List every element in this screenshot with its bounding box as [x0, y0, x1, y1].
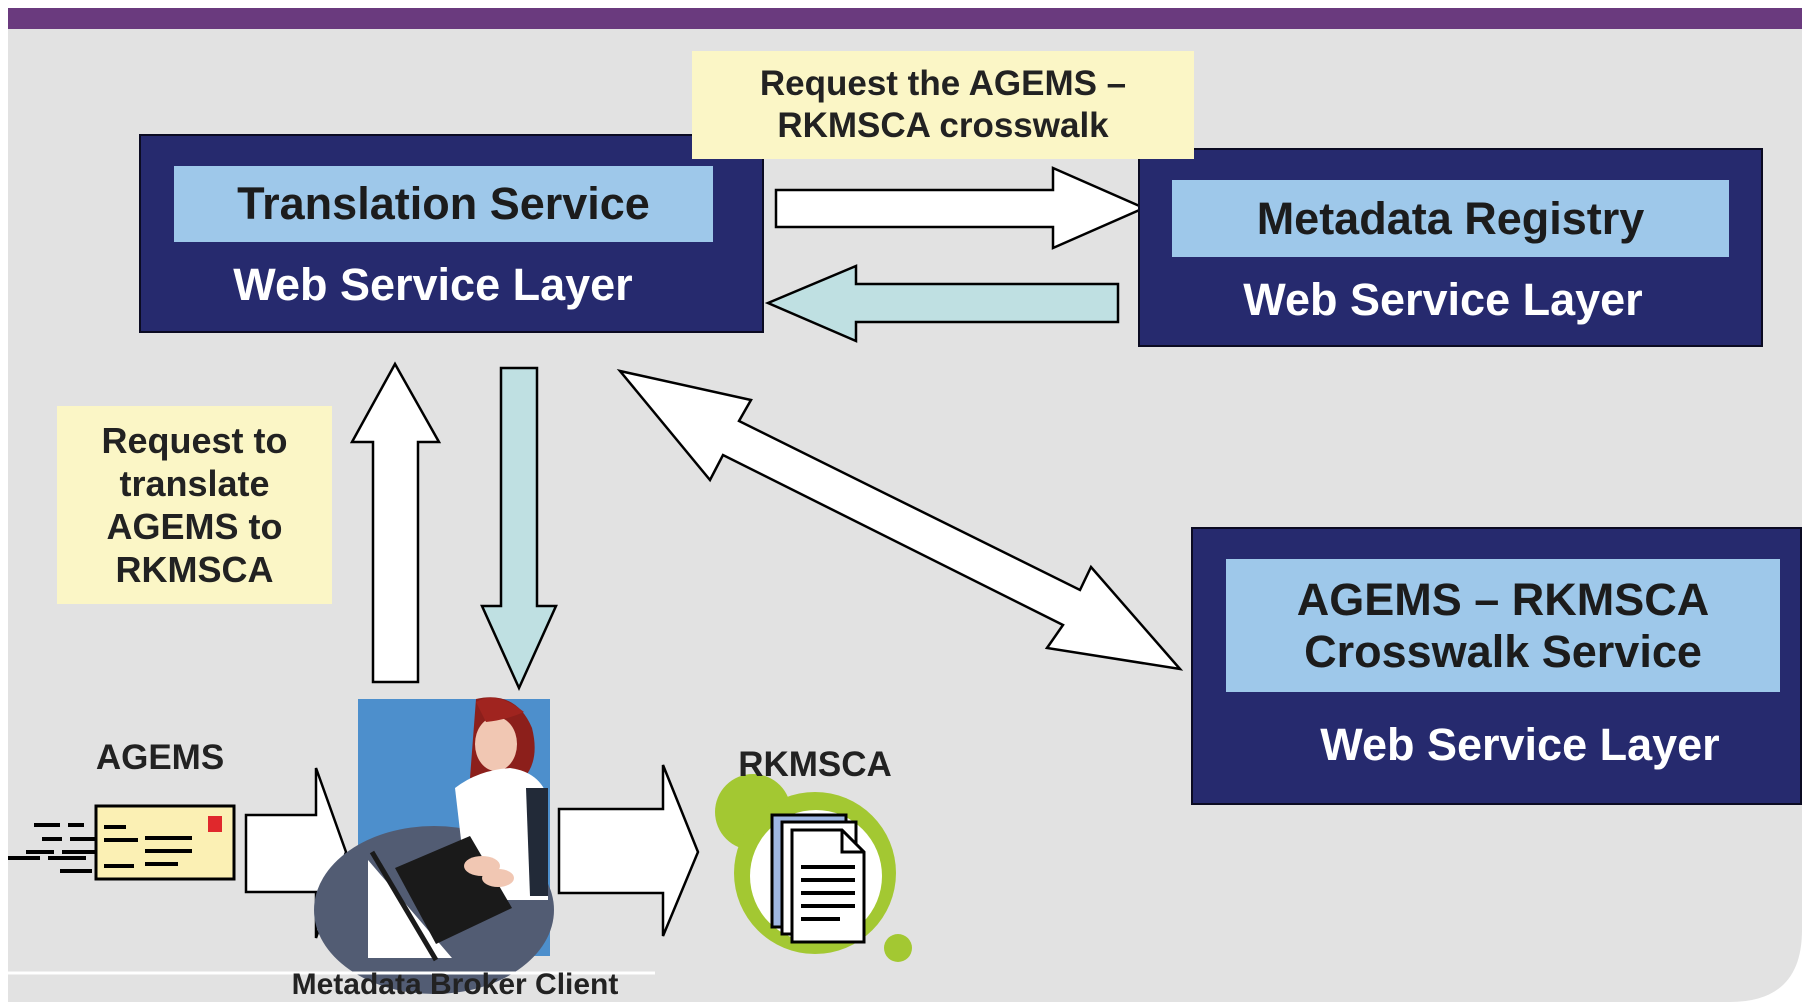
request-arrow-up — [349, 361, 442, 684]
response-arrow-from-registry — [764, 264, 1120, 343]
person-at-computer-icon — [314, 697, 554, 994]
metadata-registry-box: Metadata Registry Web Service Layer — [1138, 148, 1763, 347]
crosswalk-service-title-line1: AGEMS – RKMSCA — [1296, 573, 1710, 625]
crosswalk-service-box: AGEMS – RKMSCA Crosswalk Service Web Ser… — [1191, 527, 1802, 805]
request-translate-line3: AGEMS to — [106, 506, 283, 547]
translation-service-title-text: Translation Service — [237, 178, 650, 230]
request-translate-line1: Request to — [101, 419, 288, 461]
request-translate-line4: RKMSCA — [115, 549, 274, 591]
metadata-registry-title: Metadata Registry — [1172, 180, 1729, 257]
translation-service-title: Translation Service — [174, 166, 713, 242]
client-label: Metadata Broker Client — [291, 968, 619, 1001]
request-translate-line2: translate — [119, 462, 270, 504]
metadata-registry-title-text: Metadata Registry — [1256, 192, 1645, 244]
request-arrow-to-registry — [774, 166, 1148, 250]
translation-service-layer: Web Service Layer — [233, 259, 633, 310]
request-crosswalk-line1: Request the AGEMS – — [759, 64, 1127, 103]
response-arrow-down — [480, 366, 558, 692]
crosswalk-service-title: AGEMS – RKMSCA Crosswalk Service — [1226, 559, 1780, 692]
request-translate-note: Request to translate AGEMS to RKMSCA — [57, 406, 332, 604]
output-format-label: RKMSCA — [738, 745, 892, 784]
request-crosswalk-line2: RKMSCA crosswalk — [777, 106, 1109, 145]
top-bar — [8, 8, 1802, 29]
translation-service-box: Translation Service Web Service Layer — [139, 134, 764, 333]
crosswalk-service-title-line2: Crosswalk Service — [1304, 625, 1702, 677]
metadata-registry-layer: Web Service Layer — [1243, 274, 1643, 325]
output-arrow — [557, 764, 700, 937]
envelope-icon — [8, 804, 236, 881]
crosswalk-double-arrow — [616, 368, 1184, 671]
crosswalk-service-layer: Web Service Layer — [1320, 719, 1720, 770]
request-crosswalk-note: Request the AGEMS – RKMSCA crosswalk — [692, 51, 1194, 159]
input-format-label: AGEMS — [95, 738, 225, 777]
document-stack-icon — [715, 774, 912, 962]
